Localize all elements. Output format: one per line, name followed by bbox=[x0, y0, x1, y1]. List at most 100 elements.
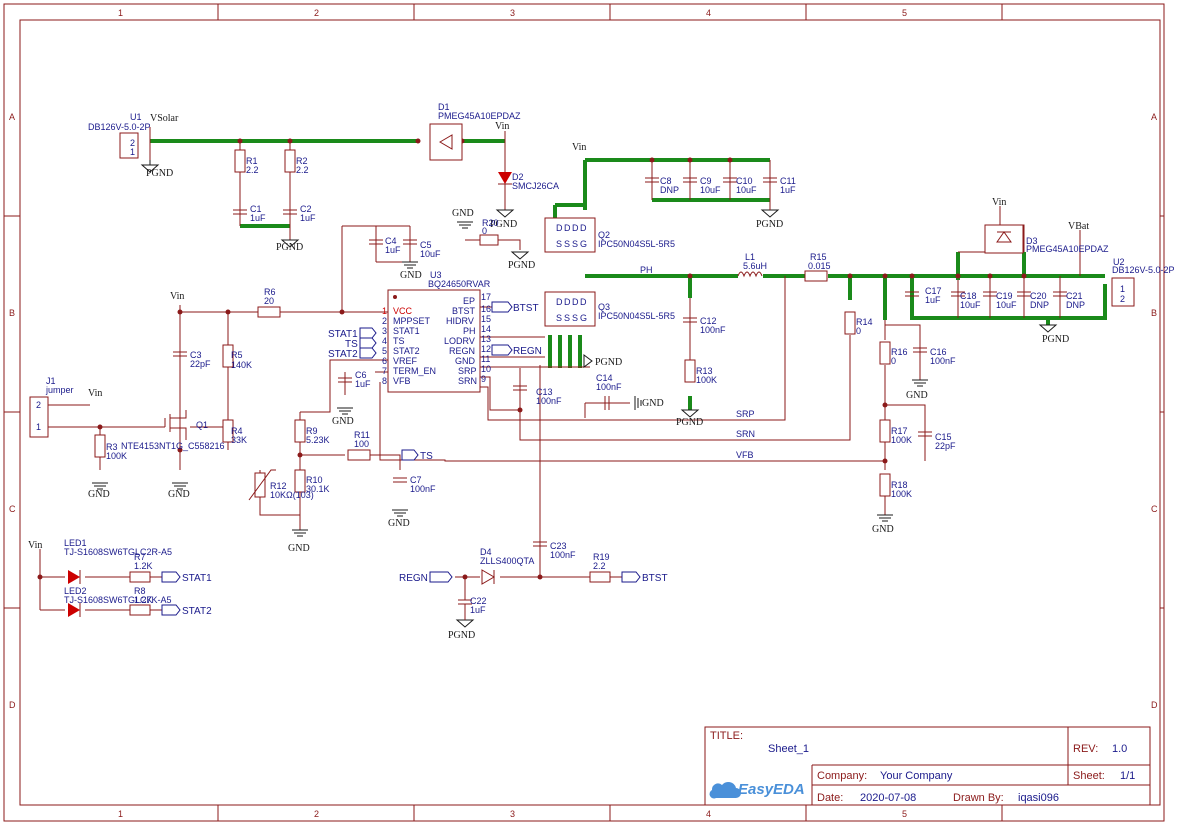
mosfet-q1[interactable]: Q1 NTE4153NT1G_C558216 bbox=[121, 410, 225, 451]
port-btst: BTST bbox=[491, 301, 539, 314]
resistor-r1[interactable]: R12.2 bbox=[234, 149, 259, 175]
resistor-r7[interactable]: R71.2K bbox=[129, 552, 153, 583]
resistor-r9[interactable]: R95.23K bbox=[294, 419, 330, 445]
svg-text:1uF: 1uF bbox=[385, 245, 401, 255]
net-vin: Vin bbox=[992, 197, 1006, 208]
connector-u1[interactable]: 2 1 U1 DB126V-5.0-2P bbox=[88, 112, 151, 159]
svg-text:R10: R10 bbox=[306, 475, 323, 485]
col-label: 2 bbox=[314, 8, 319, 18]
svg-text:0: 0 bbox=[856, 326, 861, 336]
pgnd-symbol: PGND bbox=[490, 209, 517, 230]
col-label: 3 bbox=[510, 809, 515, 819]
svg-text:15: 15 bbox=[481, 314, 491, 324]
svg-text:TJ-S1608SW6TGLC2R-A5: TJ-S1608SW6TGLC2R-A5 bbox=[64, 547, 172, 557]
pgnd-symbol: PGND bbox=[140, 160, 173, 179]
diode-d4[interactable]: D4 ZLLS400QTA bbox=[480, 547, 534, 585]
inductor-l1[interactable]: L1 5.6uH bbox=[737, 252, 767, 278]
svg-text:C6: C6 bbox=[355, 370, 367, 380]
svg-text:PMEG45A10EPDAZ: PMEG45A10EPDAZ bbox=[1026, 244, 1109, 254]
svg-text:R15: R15 bbox=[810, 252, 827, 262]
rev-value: 1.0 bbox=[1112, 743, 1127, 755]
diode-d3[interactable]: D3 PMEG45A10EPDAZ bbox=[984, 224, 1109, 254]
svg-text:C3: C3 bbox=[190, 350, 202, 360]
svg-text:BTST: BTST bbox=[513, 303, 539, 314]
svg-text:NTE4153NT1G_C558216: NTE4153NT1G_C558216 bbox=[121, 441, 225, 451]
power-buses bbox=[150, 139, 1107, 410]
svg-text:C9: C9 bbox=[700, 176, 712, 186]
resistor-r8[interactable]: R81.2K bbox=[129, 586, 153, 616]
row-label: D bbox=[9, 700, 16, 710]
svg-text:DB126V-5.0-2P: DB126V-5.0-2P bbox=[1112, 265, 1175, 275]
col-label: 1 bbox=[118, 809, 123, 819]
gnd-symbol: GND bbox=[332, 407, 354, 427]
svg-text:GND: GND bbox=[906, 390, 928, 401]
svg-text:R17: R17 bbox=[891, 426, 908, 436]
svg-text:GND: GND bbox=[452, 208, 474, 219]
svg-text:R5: R5 bbox=[231, 350, 243, 360]
svg-text:C17: C17 bbox=[925, 286, 942, 296]
svg-text:S: S bbox=[572, 313, 578, 323]
diode-d1[interactable]: D1 PMEG45A10EPDAZ bbox=[429, 102, 521, 161]
net-ph: PH bbox=[640, 265, 653, 275]
svg-text:IPC50N04S5L-5R5: IPC50N04S5L-5R5 bbox=[598, 311, 675, 321]
company-label: Company: bbox=[817, 770, 867, 782]
gnd-symbol: GND bbox=[634, 396, 664, 410]
connector-u2[interactable]: 1 2 U2 DB126V-5.0-2P bbox=[1111, 257, 1175, 307]
connector-j1[interactable]: 2 1 J1 jumper bbox=[29, 376, 74, 438]
title-block: TITLE: Sheet_1 REV: 1.0 EasyEDA Company:… bbox=[704, 726, 1151, 806]
svg-text:R3: R3 bbox=[106, 442, 118, 452]
resistor-r2[interactable]: R22.2 bbox=[284, 149, 309, 175]
led-led1[interactable]: LED1 TJ-S1608SW6TGLC2R-A5 bbox=[64, 538, 172, 584]
svg-text:10uF: 10uF bbox=[420, 249, 441, 259]
svg-text:GND: GND bbox=[642, 398, 664, 409]
svg-text:C23: C23 bbox=[550, 541, 567, 551]
svg-text:11: 11 bbox=[481, 354, 490, 364]
svg-text:C5: C5 bbox=[420, 240, 432, 250]
svg-text:140K: 140K bbox=[231, 360, 252, 370]
led-led2[interactable]: LED2 TJ-S1608SW6TGLC7K-A5 bbox=[64, 586, 172, 617]
diode-d2[interactable]: D2 SMCJ26CA bbox=[498, 172, 559, 191]
